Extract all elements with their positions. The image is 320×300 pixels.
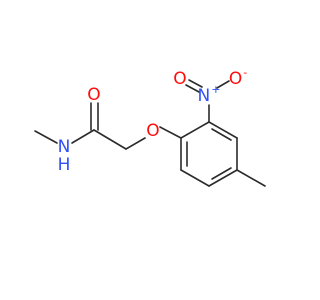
nitro-oxygen-charge: - [243, 66, 247, 79]
nitro-oxygen-double-label: O [173, 69, 186, 89]
bond-nitro-single [216, 80, 230, 89]
ring-inner-bond-b [211, 128, 232, 141]
bond-ether-o-ring [159, 126, 182, 139]
amide-hydrogen-label: H [58, 155, 71, 175]
bond-layer [34, 79, 266, 187]
bond-nitro-double-1 [188, 79, 203, 88]
bond-ch2-ether-o [125, 137, 146, 150]
amide-nitrogen-label: N [58, 137, 71, 157]
ring-bond-2-3 [208, 121, 238, 139]
bond-n-carbonyl [71, 129, 95, 144]
ring-inner-bond-c [211, 167, 232, 180]
nitro-nitrogen-charge: + [211, 83, 220, 96]
ring-bond-1-2 [180, 121, 210, 139]
atom-labels: O N H O N+ O O- [58, 66, 248, 176]
nitro-oxygen-symbol: O [229, 69, 242, 89]
nitro-oxygen-label: O- [229, 66, 247, 90]
nitro-nitrogen-label: N+ [198, 83, 221, 107]
bond-ring-methyl [236, 169, 266, 187]
ring-bond-5-6 [180, 169, 210, 187]
molecule-structure: O N H O N+ O O- [34, 66, 266, 187]
bond-nitro-double-2 [185, 84, 200, 93]
amide-oxygen-label: O [87, 85, 100, 105]
ether-oxygen-label: O [146, 121, 159, 141]
bond-carbonyl-ch2 [93, 129, 127, 150]
ring-bond-4-5 [208, 169, 238, 187]
bond-methyl-n [34, 130, 58, 144]
nitro-nitrogen-symbol: N [198, 86, 211, 106]
